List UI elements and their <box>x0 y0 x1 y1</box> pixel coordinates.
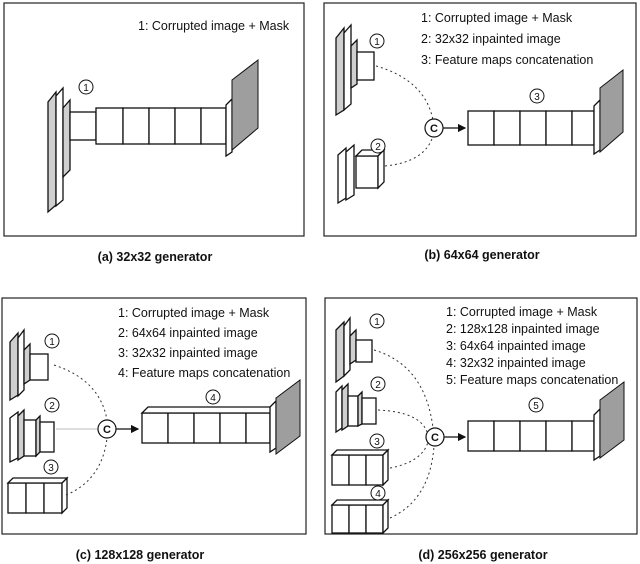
panel-c-link-1 <box>53 364 108 421</box>
panel-b-output-label: 3 <box>534 92 540 103</box>
panel-b-legend-1: 1: Corrupted image + Mask <box>421 11 573 25</box>
panel-b-link-1 <box>375 65 434 121</box>
panel-c-legend-3: 3: 32x32 inpainted image <box>118 346 258 360</box>
panel-b-link-2 <box>384 135 434 167</box>
panel-c-input-1-label: 1 <box>49 337 55 348</box>
panel-c-input-1 <box>9 328 49 402</box>
panel-d-input-4 <box>330 498 390 535</box>
panel-d-legend-3: 3: 64x64 inpainted image <box>446 339 586 353</box>
panel-d-link-2 <box>377 409 428 433</box>
panel-c-caption: (c) 128x128 generator <box>76 548 205 562</box>
panel-d-input-3-label: 3 <box>374 437 380 448</box>
panel-b-input-2-label: 2 <box>375 142 381 153</box>
panel-d-link-4 <box>389 445 435 519</box>
panel-b-input-1 <box>335 23 375 117</box>
panel-c-input-2-label: 2 <box>49 401 55 412</box>
panel-a-input-1-label: 1 <box>83 83 89 94</box>
panel-d-input-1 <box>335 316 373 384</box>
panel-d-output-image <box>593 381 625 462</box>
panel-b-caption: (b) 64x64 generator <box>424 248 539 262</box>
panel-d-legend-1: 1: Corrupted image + Mask <box>446 305 598 319</box>
panel-a-generator-blocks <box>95 107 227 145</box>
panel-d-input-2-label: 2 <box>375 380 381 391</box>
panel-c-generator-blocks <box>140 406 278 444</box>
panel-c-frame <box>1 297 307 535</box>
panel-a-legend-1: 1: Corrupted image + Mask <box>138 19 290 33</box>
panel-b-frame <box>323 2 637 237</box>
panel-b-input-1-label: 1 <box>374 37 380 48</box>
panel-d-input-4-label: 4 <box>375 489 381 500</box>
panel-c-input-3 <box>6 476 69 515</box>
panel-d-link-1 <box>373 349 434 429</box>
panel-d-input-3 <box>330 448 390 487</box>
panel-d-legend-5: 5: Feature maps concatenation <box>446 373 618 387</box>
panel-d: 1: Corrupted image + Mask 2: 128x128 inp… <box>324 297 638 562</box>
panel-c: 1: Corrupted image + Mask 2: 64x64 inpai… <box>1 297 307 562</box>
panel-c-legend-1: 1: Corrupted image + Mask <box>118 306 270 320</box>
panel-a-caption: (a) 32x32 generator <box>98 250 213 264</box>
panel-d-output-label: 5 <box>533 401 539 412</box>
panel-c-link-3 <box>65 437 108 496</box>
panel-c-input-2 <box>9 408 55 464</box>
panel-b-legend-2: 2: 32x32 inpainted image <box>421 32 561 46</box>
panel-b-concat-label: C <box>430 123 438 135</box>
panel-d-input-2 <box>335 382 377 434</box>
panel-d-generator-blocks <box>467 420 595 452</box>
panel-c-legend-4: 4: Feature maps concatenation <box>118 366 290 380</box>
panel-c-concat-label: C <box>103 424 111 436</box>
panel-b-input-2 <box>337 143 386 205</box>
panel-c-output-label: 4 <box>210 393 216 404</box>
panel-d-frame <box>324 297 638 535</box>
panel-d-legend-4: 4: 32x32 inpainted image <box>446 356 586 370</box>
panel-a-output-image <box>225 58 259 158</box>
panel-b-legend-3: 3: Feature maps concatenation <box>421 53 593 67</box>
panel-a-frame <box>3 2 305 237</box>
panel-a-input-stack <box>47 86 97 214</box>
panel-d-legend-2: 2: 128x128 inpainted image <box>446 322 600 336</box>
panel-a: 1: Corrupted image + Mask 1 (a) 32x32 ge… <box>3 2 305 264</box>
panel-c-output-image <box>269 379 301 455</box>
panel-b-output-image <box>593 68 624 156</box>
panel-c-input-3-label: 3 <box>48 463 54 474</box>
panel-d-concat-label: C <box>431 432 439 444</box>
panel-d-input-1-label: 1 <box>374 317 380 328</box>
panel-b: 1: Corrupted image + Mask 2: 32x32 inpai… <box>323 2 637 262</box>
panel-d-caption: (d) 256x256 generator <box>418 548 547 562</box>
panel-b-generator-blocks <box>467 110 595 146</box>
panel-c-legend-2: 2: 64x64 inpainted image <box>118 326 258 340</box>
panel-d-link-3 <box>389 441 429 469</box>
